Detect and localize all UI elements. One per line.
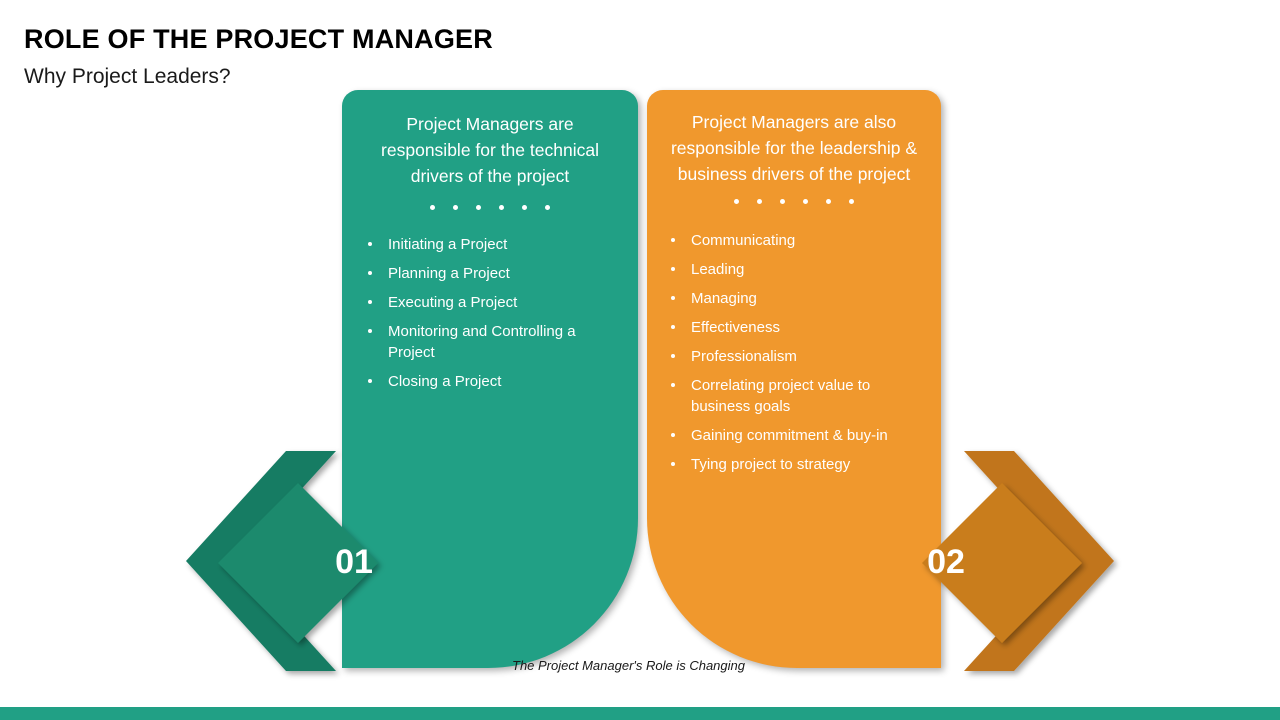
separator-dot bbox=[803, 199, 808, 204]
chevron-left-icon bbox=[186, 451, 336, 671]
badge-01: 01 bbox=[178, 443, 418, 683]
list-item: Professionalism bbox=[661, 346, 941, 367]
list-item: Gaining commitment & buy-in bbox=[661, 425, 941, 446]
bottom-accent-bar bbox=[0, 707, 1280, 720]
list-item: Leading bbox=[661, 259, 941, 280]
page-subtitle: Why Project Leaders? bbox=[24, 65, 231, 88]
card-leadership-drivers: Project Managers are also responsible fo… bbox=[647, 90, 941, 668]
separator-dot bbox=[545, 205, 550, 210]
separator-dot bbox=[826, 199, 831, 204]
card-heading: Project Managers are responsible for the… bbox=[381, 114, 599, 186]
separator-dot bbox=[849, 199, 854, 204]
separator-dot bbox=[757, 199, 762, 204]
badge-02: 02 bbox=[882, 443, 1122, 683]
list-item: Communicating bbox=[661, 230, 941, 251]
list-item: Correlating project value to business go… bbox=[661, 375, 941, 417]
list-item: Executing a Project bbox=[358, 292, 638, 313]
page-title: ROLE OF THE PROJECT MANAGER bbox=[24, 24, 493, 54]
list-item: Closing a Project bbox=[358, 371, 638, 392]
separator-dot bbox=[780, 199, 785, 204]
list-item: Monitoring and Controlling a Project bbox=[358, 321, 638, 363]
separator-dot bbox=[734, 199, 739, 204]
bullet-list: Initiating a Project Planning a Project … bbox=[342, 234, 638, 392]
list-item: Effectiveness bbox=[661, 317, 941, 338]
bullet-list: Communicating Leading Managing Effective… bbox=[647, 230, 941, 475]
list-item: Tying project to strategy bbox=[661, 454, 941, 475]
separator-dots bbox=[647, 199, 941, 204]
separator-dot bbox=[522, 205, 527, 210]
list-item: Initiating a Project bbox=[358, 234, 638, 255]
card-heading: Project Managers are also responsible fo… bbox=[670, 112, 918, 184]
separator-dot bbox=[476, 205, 481, 210]
chevron-right-icon bbox=[964, 451, 1114, 671]
footer-caption: The Project Manager's Role is Changing bbox=[512, 658, 745, 673]
card-technical-drivers: Project Managers are responsible for the… bbox=[342, 90, 638, 668]
list-item: Managing bbox=[661, 288, 941, 309]
diamond-shape bbox=[922, 483, 1082, 643]
diamond-shape bbox=[218, 483, 378, 643]
separator-dots bbox=[342, 205, 638, 210]
separator-dot bbox=[430, 205, 435, 210]
list-item: Planning a Project bbox=[358, 263, 638, 284]
separator-dot bbox=[453, 205, 458, 210]
separator-dot bbox=[499, 205, 504, 210]
